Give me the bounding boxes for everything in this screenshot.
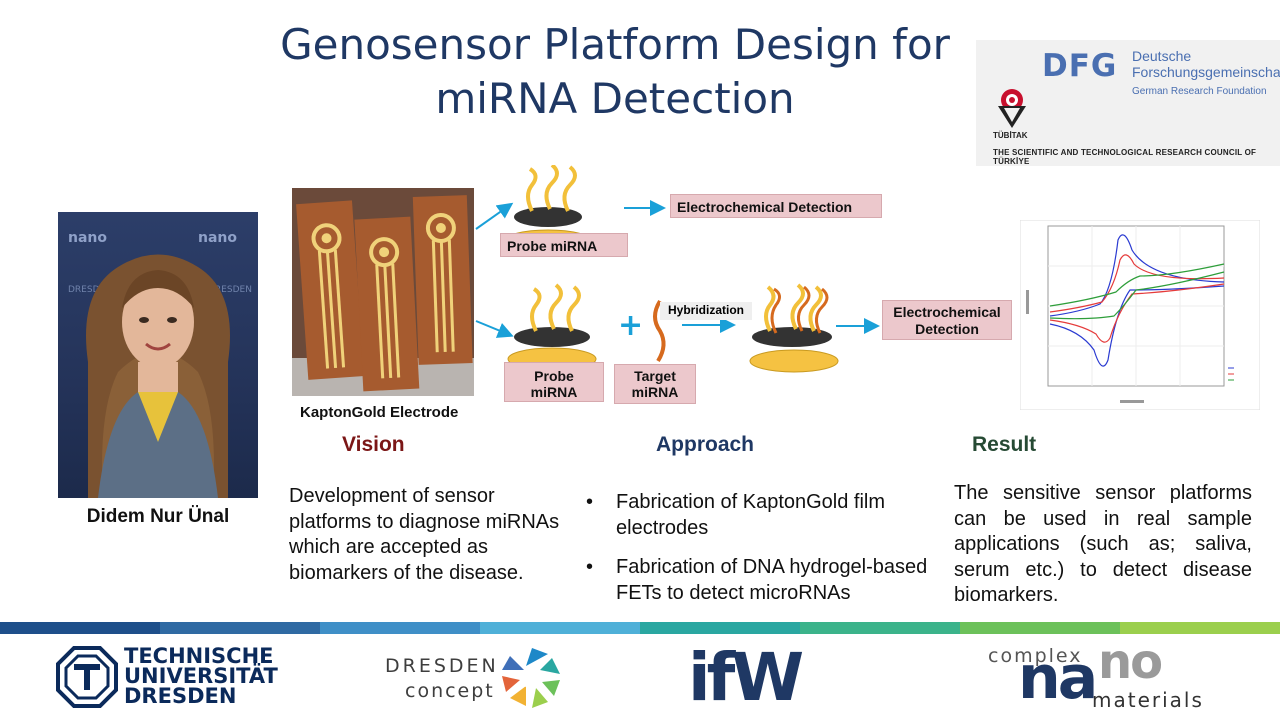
target-strand [815,287,829,334]
probe-strand [808,285,823,332]
complex-nano-no: no [1098,634,1163,690]
slide-title-line2: miRNA Detection [435,74,795,123]
approach-bullet-item: • Fabrication of KaptonGold film electro… [586,489,936,541]
cv-x-axis-label [1120,400,1144,403]
approach-bullet-text: Fabrication of DNA hydrogel-based FETs t… [616,556,928,604]
result-text: The sensitive sensor platforms can be us… [954,482,1252,606]
person-portrait-illustration: nano nano DRESDEN DRESDEN [68,230,252,498]
tubitak-logo-icon [998,89,1026,128]
probe-strand [530,287,542,332]
electrode-photo [292,188,474,396]
footer-logos [0,634,1280,720]
target-strand [797,285,811,332]
cv-legend [1226,364,1258,382]
footer-band-segment [160,622,320,634]
vision-heading: Vision [342,433,405,456]
electrochemical-detection-line1: Electrochemical [893,304,1001,320]
probe-strand [566,285,581,332]
dfg-logo-mark: DFG [1042,48,1118,84]
footer-band-segment [640,622,800,634]
footer-color-band [0,622,1280,634]
probe-strand [544,165,559,210]
target-mirna-box: Target miRNA [614,364,696,404]
target-mirna-line1: Target [634,368,676,384]
probe-mirna-box-top: Probe miRNA [500,233,628,257]
hybridization-label: Hybridization [660,302,752,320]
svg-text:DRESDEN: DRESDEN [208,285,252,295]
tu-dresden-logo-icon [56,646,118,708]
tubitak-full-name: THE SCIENTIFIC AND TECHNOLOGICAL RESEARC… [993,148,1257,166]
slide-title: Genosensor Platform Design for miRNA Det… [180,18,1050,126]
probe-strand [548,283,563,330]
ifw-logo: ifW [688,645,804,711]
dfg-english-name: German Research Foundation [1132,86,1267,97]
bullet-icon: • [586,491,594,513]
approach-list: • Fabrication of KaptonGold film electro… [586,489,936,619]
electrochemical-detection-line2: Detection [915,321,979,337]
svg-text:nano: nano [198,230,237,246]
electrochemical-detection-box-top: Electrochemical Detection [670,194,882,218]
tud-line2: UNIVERSITÄT [124,664,278,688]
footer-band-segment [0,622,160,634]
approach-bullet-text: Fabrication of KaptonGold film electrode… [616,491,886,539]
tubitak-name: TÜBİTAK [993,131,1028,140]
dresden-concept-line2: concept [405,680,495,702]
complex-nano-materials: materials [1092,688,1204,712]
gold-disc-hybrid [749,349,839,373]
person-photo: nano nano DRESDEN DRESDEN [58,212,258,498]
target-strand [770,287,781,334]
result-heading: Result [972,433,1037,456]
approach-bullet-item: • Fabrication of DNA hydrogel-based FETs… [586,554,936,606]
probe-strand [526,167,538,212]
complex-nano-top: complex [988,645,1083,667]
electrode-label: KaptonGold Electrode [300,404,459,421]
footer-band-segment [480,622,640,634]
arrow-electrode-to-top [475,202,514,230]
footer-band-segment [320,622,480,634]
dfg-name-line2: Forschungsgemeinschaft [1132,64,1280,80]
cv-y-axis-label [1026,290,1029,314]
bullet-icon: • [586,556,594,578]
probe-strand [562,165,577,212]
electrode-disc-top [514,207,582,227]
footer-band-segment [800,622,960,634]
complex-nano-na: na [1018,643,1098,713]
svg-text:DRESDEN: DRESDEN [68,285,112,295]
plus-icon: + [618,308,643,343]
dfg-name-line1: Deutsche [1132,48,1192,64]
dresden-concept-line1: DRESDEN [385,655,499,677]
tud-line1: TECHNISCHE [124,644,274,668]
vision-text: Development of sensor platforms to diagn… [289,485,560,584]
approach-heading: Approach [656,433,755,456]
probe-strand [764,285,776,332]
cyclic-voltammogram-image [1020,220,1260,410]
tu-dresden-wordmark: TECHNISCHE UNIVERSITÄT DRESDEN [124,644,278,708]
electrochemical-detection-box-bottom: Electrochemical Detection [882,300,1012,340]
slide-title-line1: Genosensor Platform Design for [280,20,950,69]
probe-mirna-box-bottom: Probe miRNA [504,362,604,402]
footer-band-segment [1120,622,1280,634]
funder-logos-panel [976,40,1280,166]
probe-strand [790,283,805,330]
electrode-disc-hybrid [752,327,832,347]
tud-line3: DRESDEN [124,684,237,708]
target-mirna-line2: miRNA [631,384,679,400]
cv-curve-target [1049,263,1225,320]
person-name: Didem Nur Ünal [86,506,230,527]
arrow-electrode-to-bottom [475,320,514,338]
cv-curve-bare [1049,234,1225,367]
footer-band-segment [960,622,1120,634]
target-strand [653,299,666,363]
svg-text:nano: nano [68,230,107,246]
ifw-wordmark: ifW [688,639,804,716]
kapton-gold-electrodes-illustration [292,188,474,396]
electrode-disc-bottom [514,327,590,347]
dresden-concept-logo-icon [502,648,560,708]
